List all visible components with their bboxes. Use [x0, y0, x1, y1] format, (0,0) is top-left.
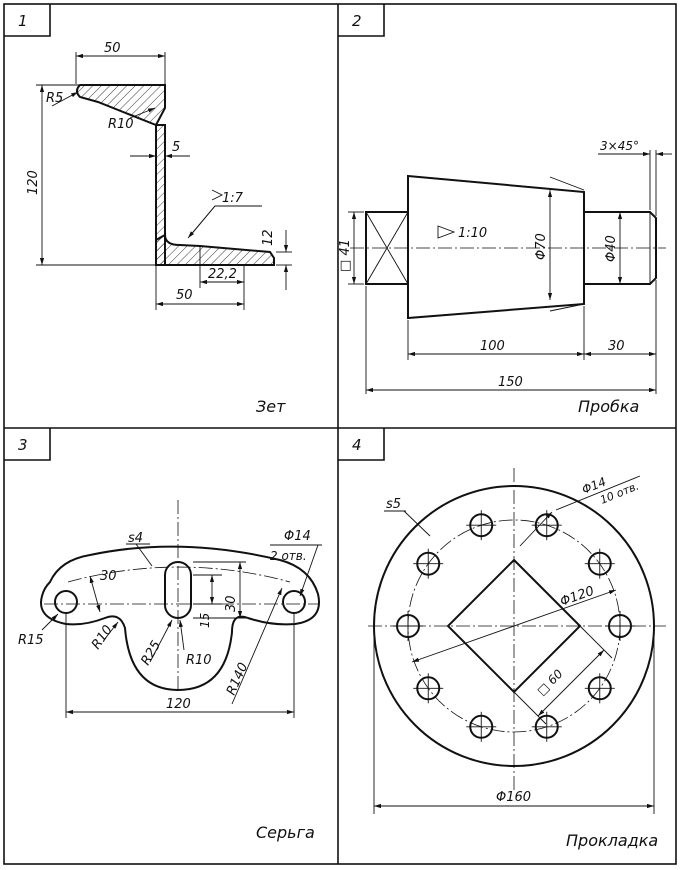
dim-dia-small: Φ40: [604, 235, 619, 262]
dim-taper: 1:10: [458, 226, 487, 241]
dim-flange-thickness: 12: [261, 229, 276, 246]
panel-serga: s4 30 Φ14 2 отв. R15 R10 R25 R10 15 30: [18, 500, 322, 842]
dim-r140: R140: [224, 661, 251, 698]
dim-len-end: 30: [608, 339, 625, 354]
panel-1-title: Зет: [256, 397, 286, 416]
panel-1-number-box: 1: [4, 4, 51, 37]
dim-bottom-width: 50: [176, 288, 193, 303]
dim-width-arc: 30: [100, 569, 117, 584]
panel-prokladka: s5 Φ14 10 отв. Φ120 □ 60 Φ160 Прокладка: [368, 468, 666, 850]
dim-chamfer: 3×45°: [600, 139, 639, 153]
dim-square: □ 41: [338, 239, 353, 272]
panel-1-number: 1: [18, 12, 28, 30]
right-hole: [282, 590, 306, 614]
panel-4-number-box: 4: [338, 428, 385, 461]
dim-bolt-circle: Φ120: [558, 584, 596, 610]
dim-height: 120: [26, 170, 41, 195]
panel-3-number: 3: [18, 436, 28, 454]
dim-len-total: 150: [498, 375, 523, 390]
panel-4-title: Прокладка: [566, 831, 658, 850]
dim-slot-total: 30: [224, 595, 239, 612]
dim-len-taper: 100: [480, 339, 505, 354]
dim-web-thickness: 5: [172, 140, 180, 155]
panel-2-number-box: 2: [338, 4, 385, 37]
outer-disk: [373, 485, 655, 767]
shackle-body: [40, 545, 320, 692]
dim-top-width: 50: [104, 41, 121, 56]
panel-2-number: 2: [352, 12, 362, 30]
dim-r5: R5: [46, 91, 63, 106]
dim-thickness-s5: s5: [386, 497, 401, 512]
panel-3-number-box: 3: [4, 428, 51, 461]
end-shank: [584, 211, 657, 285]
zet-top-flange: [76, 84, 166, 127]
dim-thickness: s4: [128, 531, 143, 546]
panel-2-title: Пробка: [578, 397, 639, 416]
dim-flange-width: 22,2: [208, 267, 237, 282]
panel-4-number: 4: [352, 436, 362, 454]
dim-span: 120: [166, 697, 191, 712]
dim-outer: Φ160: [496, 790, 531, 805]
sheet-border: [3, 3, 677, 865]
taper-body: [407, 174, 585, 320]
panel-probka: 3×45° □ 41 1:10 Φ70 Φ40 100 30 150 Пробк…: [338, 139, 672, 416]
dim-r10-left: R10: [89, 623, 116, 653]
bolt-holes: [393, 510, 635, 742]
panel-zet: 50 R5 R10 5 120 1:7 12 22,2: [26, 41, 292, 416]
dim-slot-length: 15: [198, 613, 212, 628]
dim-holes-count: 2 отв.: [270, 549, 307, 563]
zet-bottom-flange: [155, 233, 275, 266]
dim-slope: 1:7: [222, 191, 244, 206]
dim-dia-large: Φ70: [534, 233, 549, 260]
dim-r10-slot: R10: [186, 653, 212, 668]
dim-r15: R15: [18, 633, 44, 648]
dim-r10: R10: [108, 117, 134, 132]
panel-3-title: Серьга: [256, 823, 315, 842]
left-hole: [54, 590, 78, 614]
center-slot: [164, 561, 192, 619]
dim-hole-diameter: Φ14: [284, 529, 311, 544]
